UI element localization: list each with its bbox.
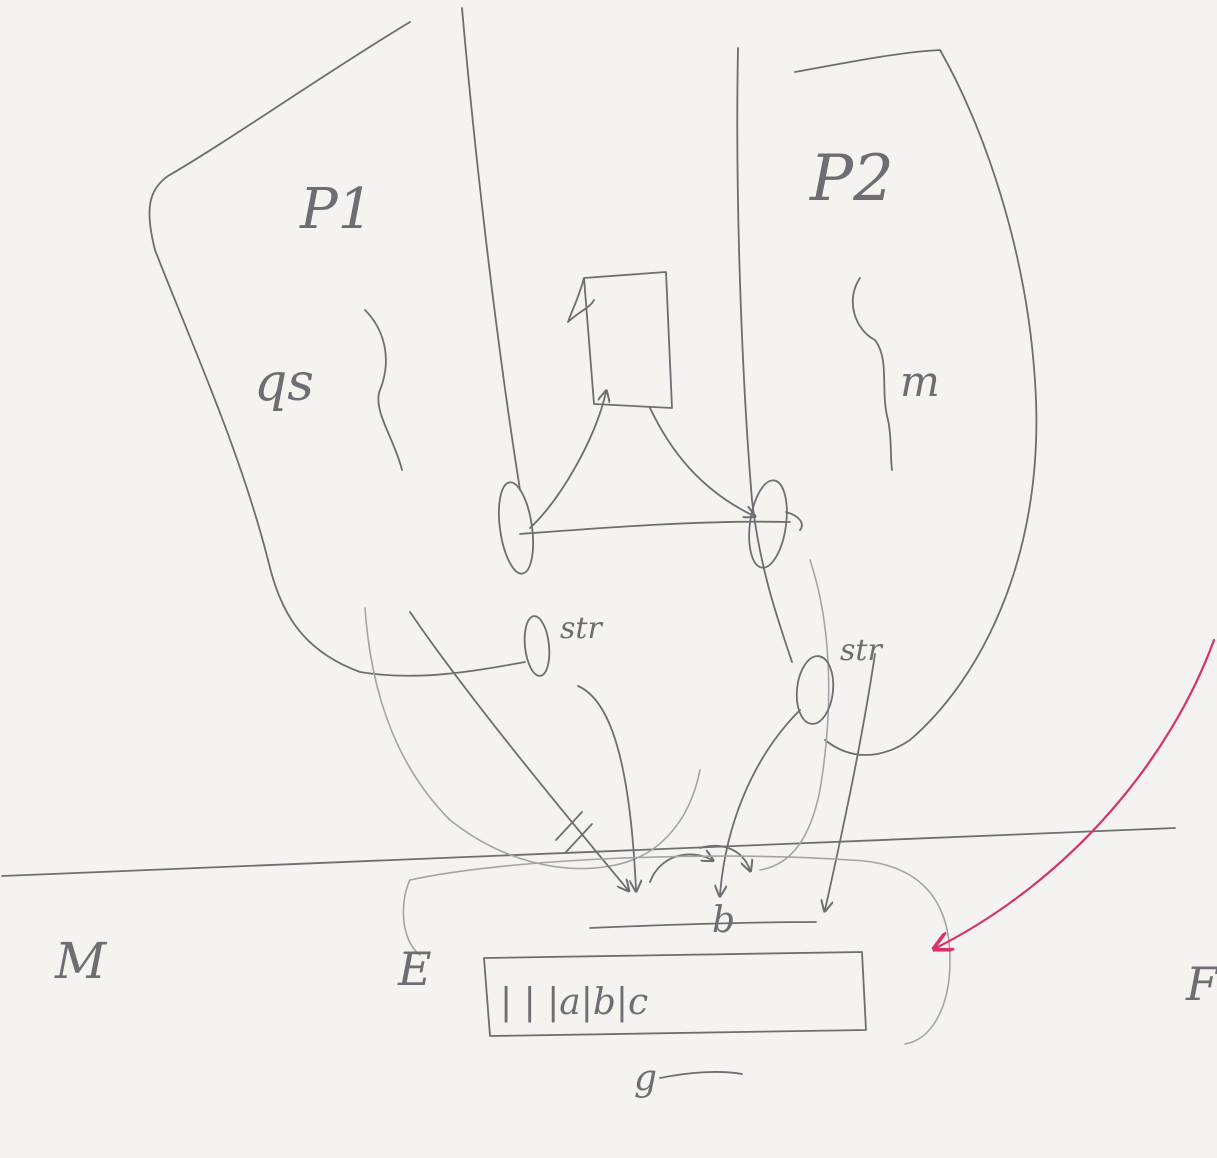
- arrow-left-str-to-tape: [577, 685, 636, 890]
- tape-rectangle: [483, 951, 867, 1037]
- label-f-cut: F: [1185, 957, 1217, 1011]
- label-g-below: g: [634, 1058, 657, 1099]
- g-tail-stroke: [659, 1071, 743, 1079]
- process-2-squiggle: [851, 277, 893, 471]
- left-port-upper: [498, 481, 534, 575]
- double-tick-mark: [555, 811, 593, 853]
- tape-cells-label: | | |a|b|c: [500, 982, 648, 1023]
- label-str-right: str: [840, 633, 883, 668]
- tape-loop-arrow: [649, 854, 712, 883]
- label-e-lower: E: [397, 942, 432, 996]
- port-channel-line: [519, 520, 791, 535]
- environment-region: [402, 855, 951, 1045]
- label-m-lower: M: [54, 932, 108, 990]
- shared-buffer-box: [567, 271, 673, 409]
- arrow-p1-to-tape: [409, 611, 628, 890]
- process-1-lower-loop: [364, 607, 701, 870]
- port-channel-tail: [785, 511, 803, 531]
- right-str-port: [795, 655, 835, 725]
- arrow-box-to-right-port: [649, 407, 754, 516]
- process-2-lower-loop: [759, 559, 830, 871]
- arrow-right-str-to-tape: [720, 709, 801, 895]
- red-pointer-arrow: [936, 638, 1216, 948]
- process-2-region: [736, 47, 1038, 756]
- label-qs: qs: [254, 353, 314, 413]
- label-b-arrow: b: [712, 900, 735, 941]
- arrow-p2-to-tape: [825, 653, 876, 910]
- label-process-2: P2: [809, 142, 894, 216]
- process-1-region: [148, 7, 526, 677]
- label-m-upper: m: [900, 357, 940, 406]
- label-str-left: str: [560, 611, 603, 646]
- tape-loop-arrow-2: [699, 844, 750, 870]
- left-str-port: [523, 615, 551, 677]
- label-process-1: P1: [299, 177, 373, 242]
- process-1-squiggle: [364, 309, 403, 471]
- tape-top-line: [589, 921, 817, 929]
- arrow-left-port-to-box: [529, 392, 606, 529]
